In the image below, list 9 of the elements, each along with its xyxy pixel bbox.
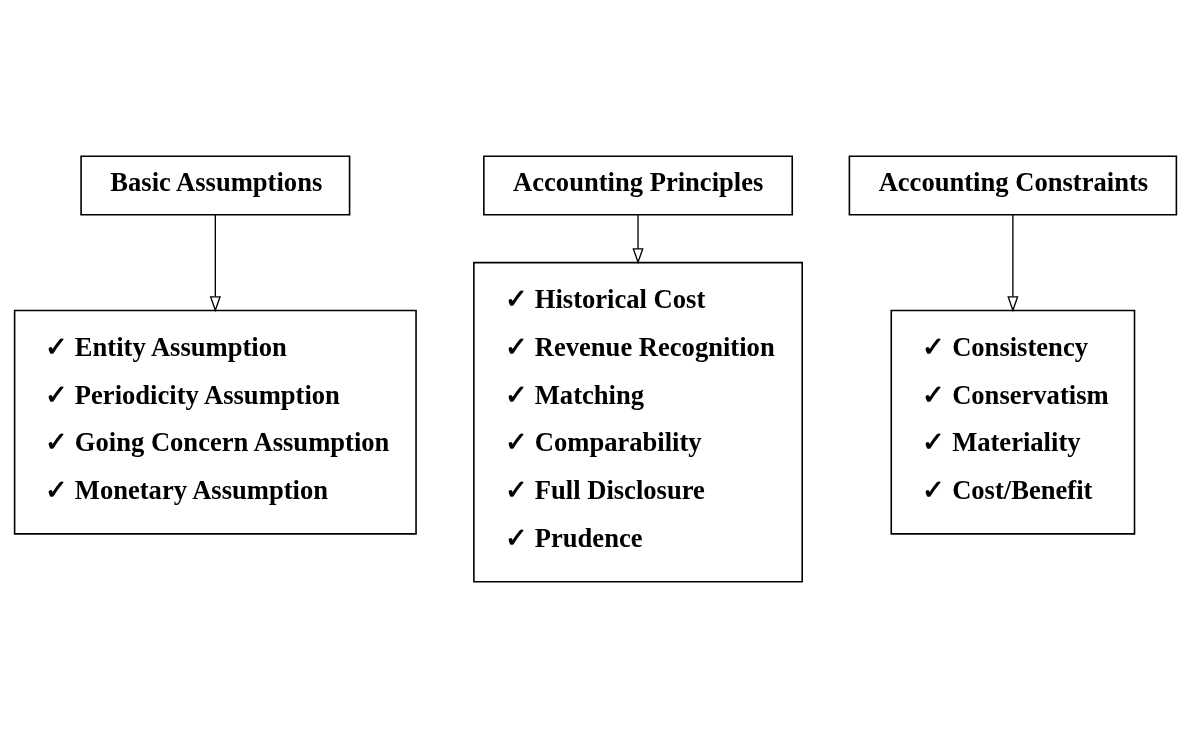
node-box: ✓ Entity Assumption ✓ Periodicity Assumption ✓ Going Concern Assumption ✓ Monetary Assumption	[13, 309, 417, 535]
arrow	[209, 214, 221, 313]
node-box: ✓ Consistency ✓ Conservatism ✓ Materiality ✓ Cost/Benefit	[890, 309, 1136, 535]
node-box: Accounting Principles	[483, 155, 794, 216]
arrow	[1007, 214, 1019, 313]
node-box: Accounting Constraints	[848, 155, 1178, 216]
node-box: Basic Assumptions	[80, 155, 351, 216]
arrow	[632, 214, 644, 265]
node-box: ✓ Historical Cost ✓ Revenue Recognition ✓ Matching ✓ Comparability ✓ Full Disclosure ✓ Prudence	[473, 261, 803, 583]
